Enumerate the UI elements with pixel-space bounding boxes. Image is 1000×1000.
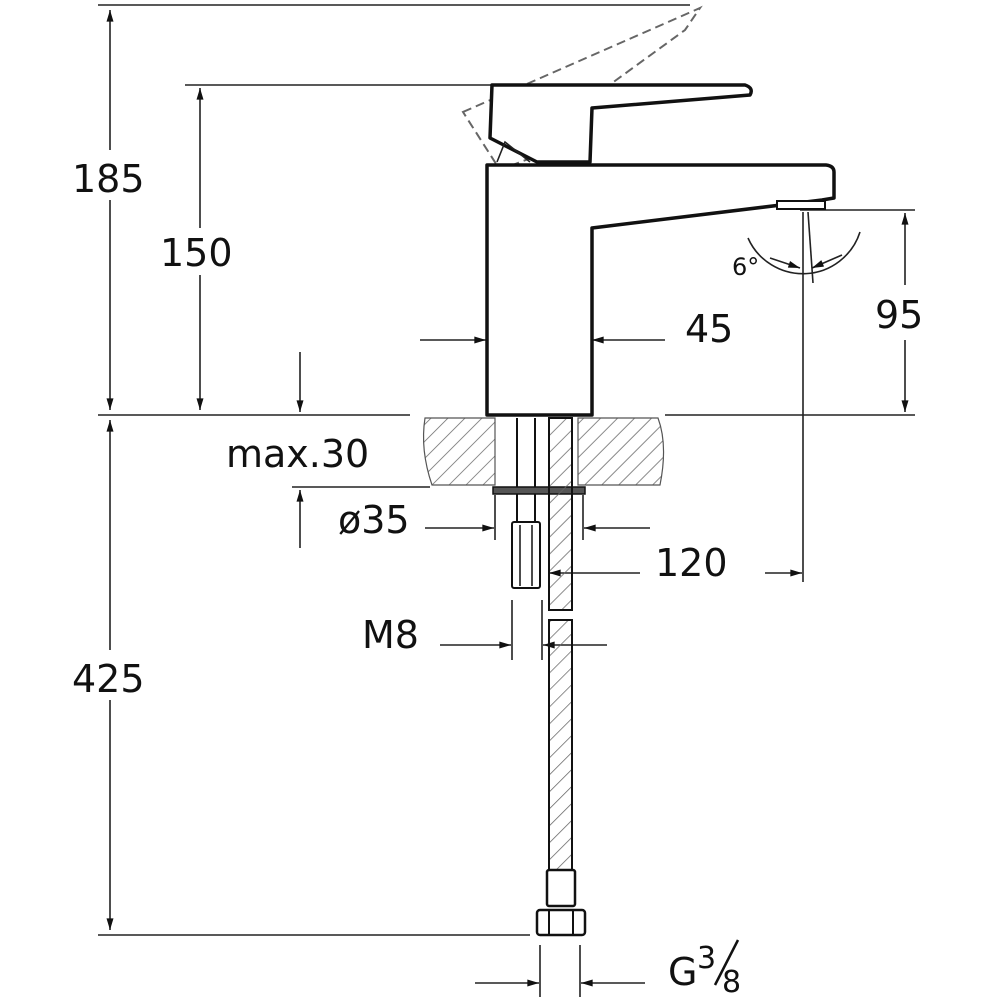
dim-45-label: 45 bbox=[685, 307, 733, 351]
dimension-95: 95 bbox=[875, 213, 923, 413]
dim-185-label: 185 bbox=[72, 157, 145, 201]
reference-lines bbox=[98, 4, 915, 936]
hose-nut bbox=[535, 908, 587, 937]
dim-m8-label: M8 bbox=[362, 613, 419, 657]
spout-angle-indicator: 6° bbox=[732, 211, 861, 284]
dim-g-denominator: 8 bbox=[722, 965, 741, 1000]
dim-g-numerator: 3 bbox=[697, 941, 716, 976]
dimension-max30: max.30 bbox=[226, 352, 369, 548]
spout bbox=[485, 163, 836, 417]
dimension-150: 150 bbox=[160, 87, 233, 411]
dimension-35: ø35 bbox=[338, 495, 650, 542]
dim-max30-label: max.30 bbox=[226, 432, 369, 476]
dim-95-label: 95 bbox=[875, 293, 923, 337]
dim-425-label: 425 bbox=[72, 657, 145, 701]
dimension-425: 425 bbox=[72, 419, 145, 930]
faucet-body bbox=[461, 5, 836, 417]
fixing-plate bbox=[492, 486, 586, 495]
dim-150-label: 150 bbox=[160, 231, 233, 275]
flexible-hose-lower bbox=[548, 619, 573, 873]
dimension-g38: G 3 8 bbox=[475, 939, 741, 1000]
countertop-section bbox=[422, 417, 665, 486]
dim-35-label: ø35 bbox=[338, 498, 410, 542]
threaded-stud bbox=[511, 521, 541, 589]
dimension-45: 45 bbox=[420, 307, 733, 351]
dim-120-label: 120 bbox=[655, 541, 728, 585]
dimension-185: 185 bbox=[72, 10, 145, 411]
hose-ferrule bbox=[545, 868, 577, 908]
aerator bbox=[776, 200, 826, 210]
mounting-assembly bbox=[492, 417, 587, 937]
dimension-120: 120 bbox=[549, 541, 802, 585]
lever-handle bbox=[488, 83, 753, 164]
handle-joint bbox=[496, 140, 531, 163]
dimension-m8: M8 bbox=[362, 600, 607, 660]
dim-g-label: G bbox=[668, 950, 697, 994]
flexible-hose-upper bbox=[548, 417, 573, 611]
angle-label: 6° bbox=[732, 253, 759, 281]
